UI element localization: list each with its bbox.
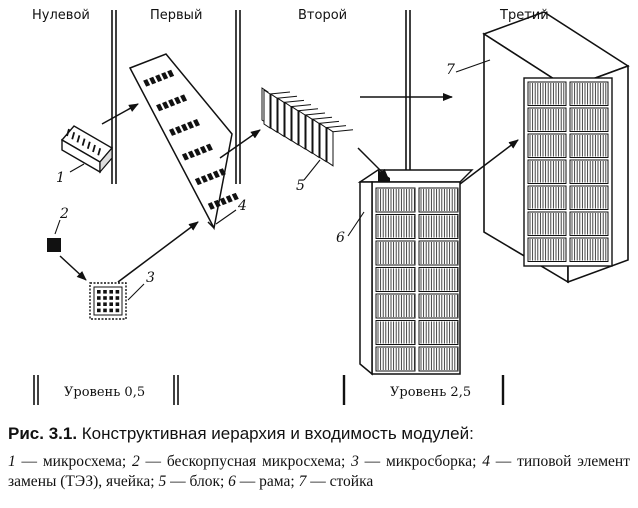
legend-item-number: 6 [228, 473, 236, 490]
rack-module [482, 11, 630, 284]
leader-lines [54, 59, 491, 301]
legend-item-text: — типовой элемент замены (ТЭЗ), ячейка; [8, 453, 630, 490]
label-block: 5 [296, 178, 305, 194]
assembly-arrows [59, 93, 519, 283]
legend-item-text: — рама; [235, 473, 299, 490]
legend-item-number: 7 [298, 473, 307, 490]
board-module [128, 53, 239, 231]
label-microchip: 1 [56, 170, 65, 186]
level-label-25: Уровень 2,5 [390, 385, 472, 400]
legend-item-text: — бескорпусная микросхема; [139, 453, 352, 470]
legend-item: 3 — микросборка; [351, 453, 482, 470]
hierarchy-diagram [33, 10, 630, 405]
label-rack: 7 [446, 62, 455, 78]
bare-die-module [47, 238, 61, 252]
legend-item: 5 — блок; [158, 473, 228, 490]
figure-caption-legend: 1 — микросхема; 2 — бескорпусная микросх… [8, 452, 630, 492]
legend-item: 2 — бескорпусная микросхема; [132, 453, 351, 470]
caption-title-text: Конструктивная иерархия и входимость мод… [81, 424, 474, 443]
column-header-second: Второй [298, 8, 348, 23]
microassembly-module [89, 282, 127, 320]
label-board: 4 [238, 198, 247, 214]
caption-prefix: Рис. 3.1. [8, 424, 78, 443]
legend-item-text: — микросхема; [15, 453, 132, 470]
column-header-third: Третий [500, 8, 549, 23]
legend-item-number: 5 [158, 473, 167, 490]
label-bare-die: 2 [60, 206, 69, 222]
legend-item: 6 — рама; [228, 473, 298, 490]
level-label-05: Уровень 0,5 [64, 385, 146, 400]
label-microassembly: 3 [146, 270, 155, 286]
microchip-module [60, 125, 114, 174]
block-module [261, 87, 354, 167]
label-frame: 6 [336, 230, 345, 246]
frame-module [357, 169, 474, 376]
legend-item-number: 4 [482, 453, 490, 470]
legend-item: 4 — типовой элемент замены (ТЭЗ), ячейка… [8, 453, 630, 490]
legend-item-text: — стойка [306, 473, 374, 490]
level-markers [33, 375, 505, 405]
figure-caption-title: Рис. 3.1. Конструктивная иерархия и вход… [8, 424, 628, 444]
column-header-first: Первый [150, 8, 203, 23]
legend-item-text: — микросборка; [358, 453, 483, 470]
legend-item-number: 1 [8, 453, 16, 470]
column-header-zero: Нулевой [32, 8, 90, 23]
legend-item: 1 — микросхема; [8, 453, 132, 470]
legend-item: 7 — стойка [299, 473, 374, 490]
legend-item-text: — блок; [166, 473, 229, 490]
legend-item-number: 3 [351, 453, 359, 470]
legend-item-number: 2 [132, 453, 140, 470]
